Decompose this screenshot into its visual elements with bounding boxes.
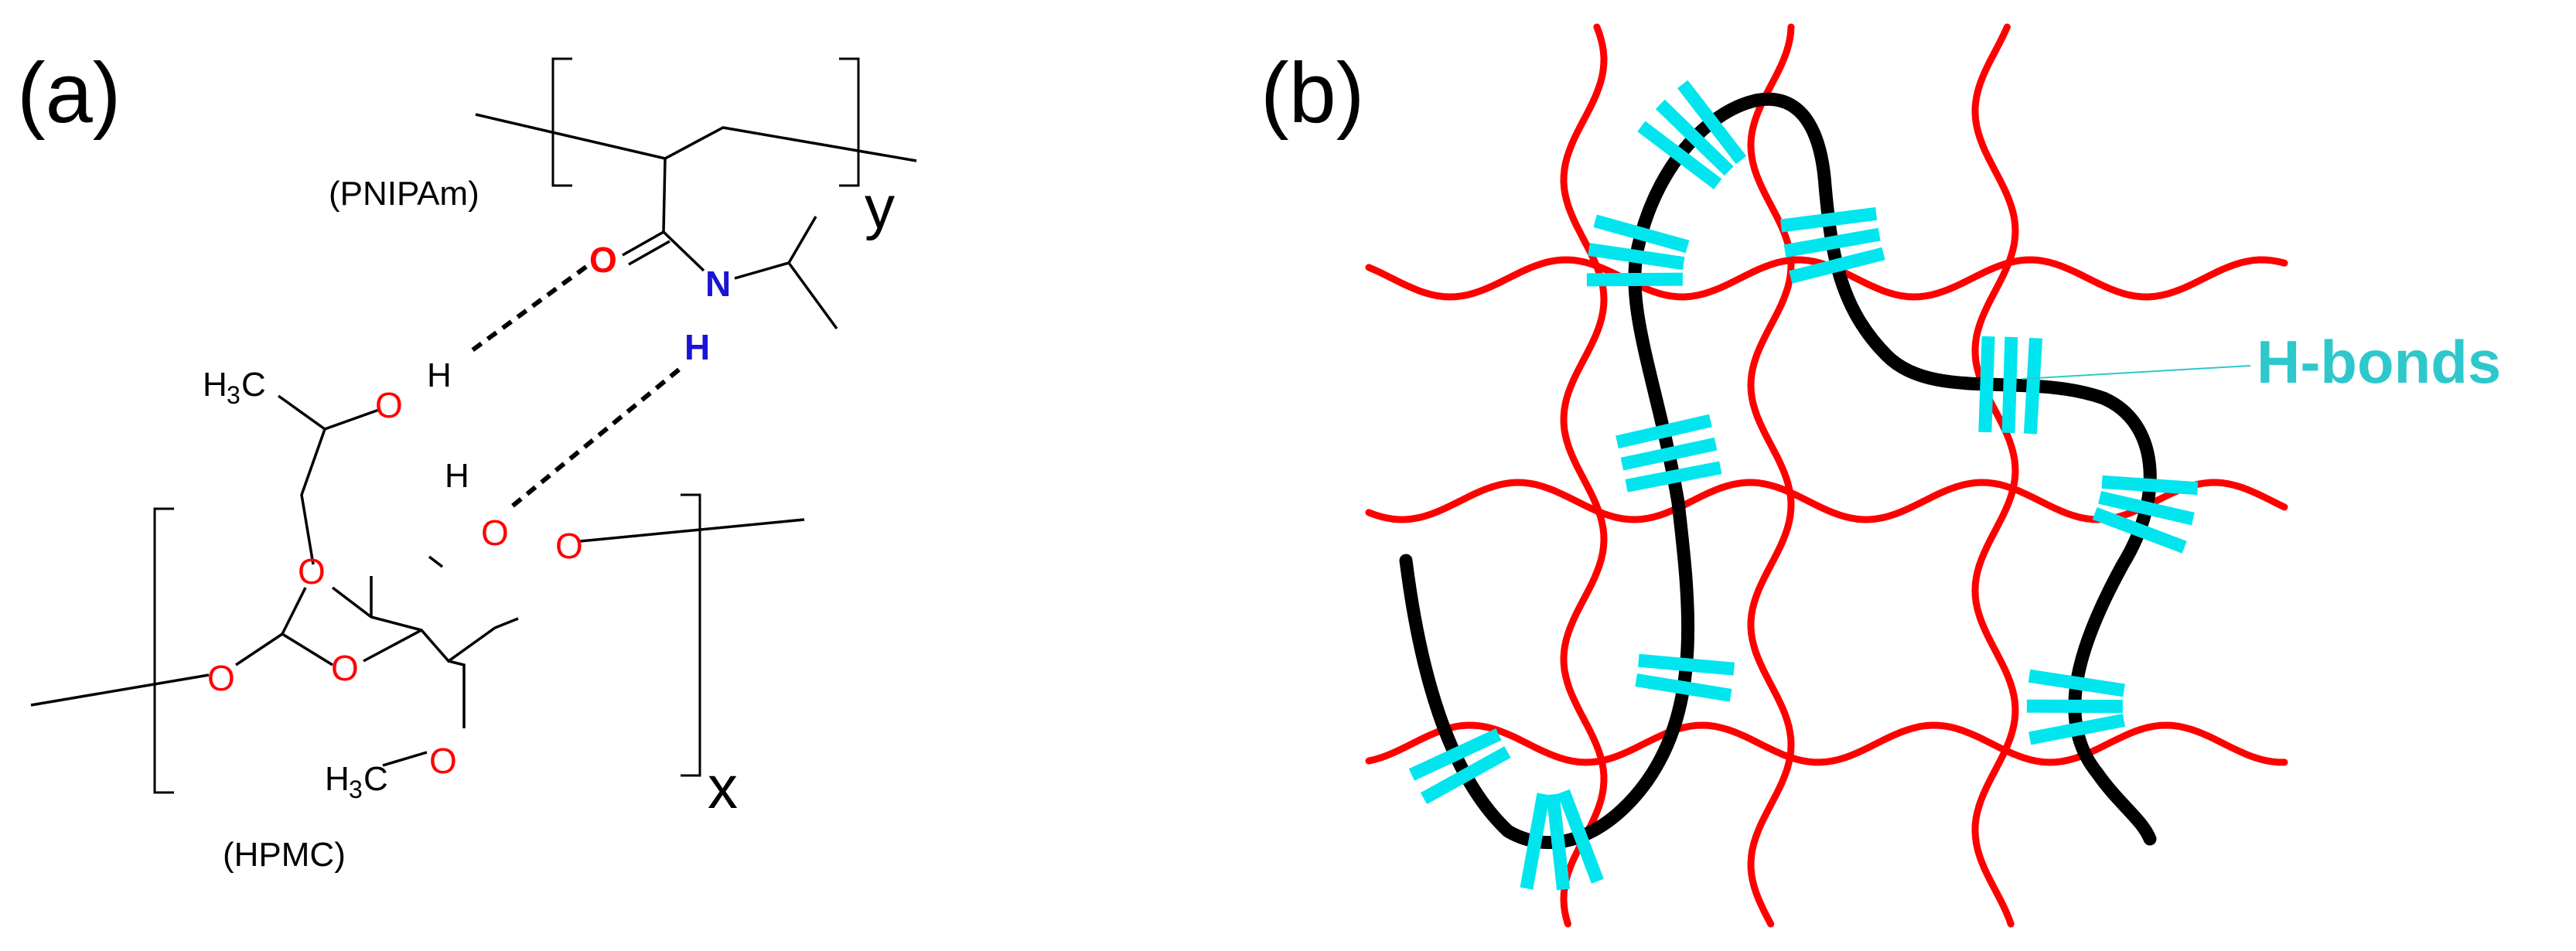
network-vertical-chain [1971,23,2019,928]
hbond-tick [1783,227,1881,258]
hbond-tick [1978,336,1995,433]
carbonyl-double-bond [622,230,670,266]
methyl-bottom-sub: 3 [349,775,363,803]
methyl-top-c: C [241,366,266,404]
pnipam-side-bond [662,158,667,233]
hbond-tick [1637,121,1722,189]
panel-a: (a) (PNIPAm) y O N H [17,46,917,874]
pnipam-label: (PNIPAm) [329,175,479,213]
amide-nitrogen: N [705,264,731,304]
ring-o-upper-left: O [298,551,326,591]
guest-polymer-chain [1399,92,2157,850]
hydroxyl-o-top: O [375,385,403,425]
hpmc-chain-right [579,518,805,543]
hbond-tick [1635,673,1732,702]
hbond-tick [1789,247,1885,284]
hbond-tick [2092,507,2187,554]
hbond-tick [2098,491,2195,526]
hbond-tick [1408,728,1502,781]
repeat-x: x [708,753,738,821]
methyl-top: H 3 C [203,366,266,409]
ring-o-right: O [555,526,583,566]
carbonyl-to-n-bond [662,230,705,272]
hbond-dash-top [469,264,588,354]
pnipam-bracket-left [551,57,572,187]
hbond-tick [1780,206,1878,233]
hbond-tick [1593,214,1690,254]
hbond-tick [1588,243,1685,271]
hpmc-chain-left [30,673,210,707]
hbond-tick [1420,746,1511,805]
hpmc-ring-bonds [235,586,519,666]
methyl-top-h: H [203,366,227,404]
ether-o-bottom: O [429,741,457,781]
hydroxypropyl-bonds [277,394,380,565]
hpmc-ring-to-hydroxyl [428,555,444,568]
hbond-tick [1677,80,1747,165]
hbond-tick [1520,792,1551,890]
hbond-ticks [1408,80,2199,891]
hpmc-bracket-left [153,507,174,794]
methyl-bottom-c: C [363,760,388,798]
methoxy-bond [382,751,428,767]
hbond-tick [2101,475,2199,496]
network-horizontal-chain [1365,721,2288,766]
hpmc-structure: (HPMC) x [30,394,805,874]
network-horizontal-chain [1365,479,2288,523]
hbond-tick [1655,99,1734,176]
carbonyl-oxygen: O [589,240,617,280]
hbond-dash-bottom [510,367,681,509]
hbond-tick [1638,653,1735,676]
hbond-tick [1620,437,1718,471]
isopropyl-bonds [734,216,838,330]
hbond-tick [2023,337,2042,435]
hbond-tick [1557,789,1604,884]
hydroxyl-h-top: H [427,356,452,394]
hpmc-bracket-right [681,493,701,777]
network-vertical-chain [1560,23,1608,928]
hbond-tick [1625,461,1722,493]
panel-b: (b) H-bonds [1261,23,2501,928]
hbond-tick [1546,793,1571,891]
methyl-bottom: H 3 C [325,760,388,803]
panel-a-label: (a) [17,46,121,141]
ring-o-left: O [207,658,235,698]
pnipam-structure: (PNIPAm) y [329,57,917,330]
hydroxyl-h-ring: H [445,457,469,495]
repeat-y: y [865,173,895,241]
pnipam-bracket-right [839,57,860,187]
hbond-tick [2001,336,2018,434]
network-vertical-chain [1747,23,1795,928]
hbonds-label: H-bonds [2257,328,2501,396]
methyl-bottom-h: H [325,760,350,798]
amide-hydrogen: H [684,327,710,367]
hpmc-label: (HPMC) [223,836,346,874]
hbond-tick [2028,714,2126,745]
ring-o-center: O [331,648,359,688]
pnipam-backbone [475,113,917,162]
panel-b-label: (b) [1261,46,1364,141]
hbonds-pointer [2022,365,2251,380]
hbond-tick [1616,414,1712,449]
hpmc-substituent-bonds [281,576,466,728]
methyl-top-sub: 3 [227,381,241,409]
hydroxyl-o-ring: O [481,513,509,553]
hbond-tick [2028,669,2125,697]
hbond-tick [1586,272,1683,287]
